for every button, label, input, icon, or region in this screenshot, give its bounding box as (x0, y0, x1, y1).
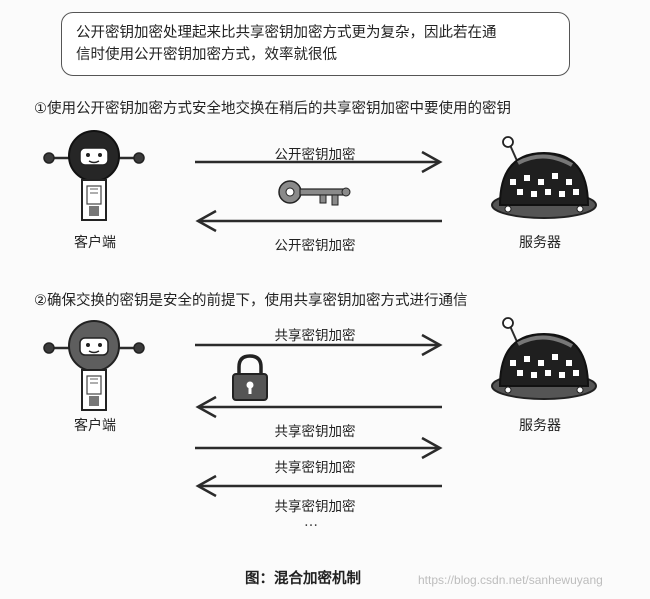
step-1-client-label: 客户端 (74, 235, 116, 251)
step-2-arrow-4-label: 共享密钥加密 (274, 499, 356, 515)
step-1-title: ①使用公开密钥加密方式安全地交换在稍后的共享密钥加密中要使用的密钥 (34, 101, 511, 117)
step-2-arrow-right-2 (195, 436, 443, 460)
step-2-client-label: 客户端 (74, 418, 116, 434)
step-2-arrow-left-2 (195, 474, 442, 498)
step-1-server-label: 服务器 (519, 235, 561, 251)
padlock-icon (232, 354, 268, 401)
key-icon (278, 180, 351, 206)
watermark: https://blog.csdn.net/sanhewuyang (418, 573, 603, 587)
step-1-arrow-left (195, 209, 442, 233)
step-2-arrow-left-1 (195, 395, 442, 419)
figure-caption: 图：混合加密机制 (245, 571, 361, 587)
step-2-arrow-3-label: 共享密钥加密 (274, 460, 356, 476)
step-1-arrow-left-label: 公开密钥加密 (274, 238, 356, 254)
note-line-2: 信时使用公开密钥加密方式，效率就很低 (76, 47, 337, 63)
client-robot-icon (43, 130, 145, 221)
step-1-arrow-right (195, 150, 443, 174)
step-2-arrow-1-label: 共享密钥加密 (274, 328, 356, 344)
client-robot-icon (43, 320, 145, 411)
note-box: 公开密钥加密处理起来比共享密钥加密方式更为复杂，因此若在通 信时使用公开密钥加密… (61, 12, 570, 76)
step-1-arrow-right-label: 公开密钥加密 (274, 147, 356, 163)
continuation-ellipsis: … (304, 514, 320, 530)
step-2-arrow-right-1 (195, 333, 443, 357)
server-dome-icon (491, 317, 597, 400)
step-2-title: ②确保交换的密钥是安全的前提下，使用共享密钥加密方式进行通信 (34, 293, 468, 309)
step-2-server-label: 服务器 (519, 418, 561, 434)
step-2-arrow-2-label: 共享密钥加密 (274, 424, 356, 440)
server-dome-icon (491, 136, 597, 219)
note-line-1: 公开密钥加密处理起来比共享密钥加密方式更为复杂，因此若在通 (76, 25, 497, 41)
